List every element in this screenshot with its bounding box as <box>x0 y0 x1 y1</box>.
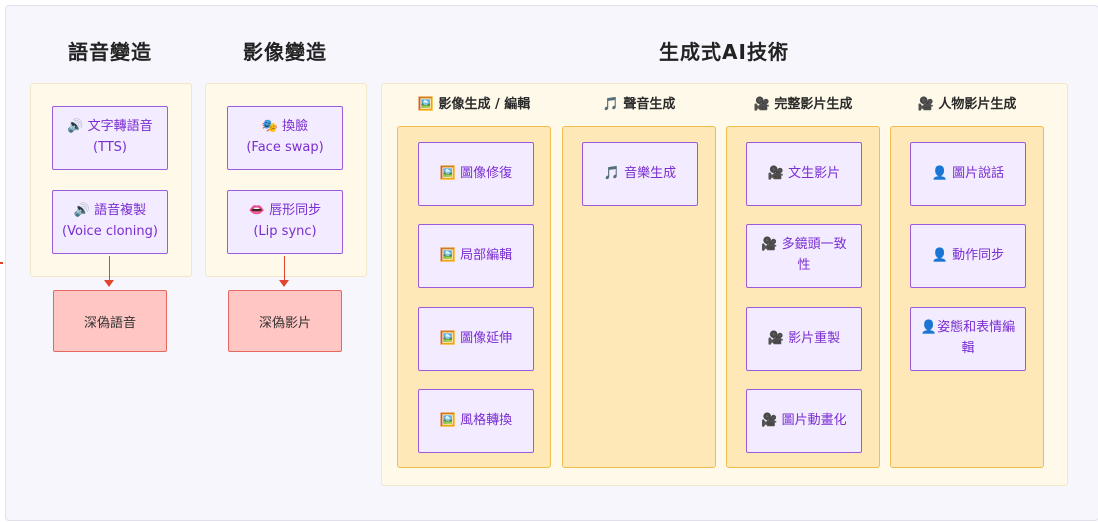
deepfake-video-node: 深偽影片 <box>228 290 342 352</box>
node-talking-image: 👤 圖片說話 <box>910 142 1026 206</box>
arrow-voice <box>109 256 110 280</box>
node-text-to-video: 🎥 文生影片 <box>746 142 862 206</box>
node-outpainting: 🖼️ 圖像延伸 <box>418 307 534 371</box>
node-inpainting: 🖼️ 圖像修復 <box>418 142 534 206</box>
heading-voice: 語音變造 <box>68 40 152 64</box>
node-motion-sync: 👤 動作同步 <box>910 224 1026 288</box>
heading-image: 影像變造 <box>243 40 327 64</box>
node-image-animation: 🎥 圖片動畫化 <box>746 389 862 453</box>
category-person-video-gen: 🎥 人物影片生成 <box>917 97 1017 112</box>
node-local-edit: 🖼️ 局部編輯 <box>418 224 534 288</box>
arrowhead-voice <box>104 280 114 287</box>
node-music-gen: 🎵 音樂生成 <box>582 142 698 206</box>
node-face-swap: 🎭 換臉 (Face swap) <box>227 106 343 170</box>
node-voice-cloning: 🔊 語音複製 (Voice cloning) <box>52 190 168 254</box>
node-tts: 🔊 文字轉語音 (TTS) <box>52 106 168 170</box>
node-pose-expression-edit: 👤姿態和表情編 輯 <box>910 307 1026 371</box>
node-video-remake: 🎥 影片重製 <box>746 307 862 371</box>
category-audio-gen: 🎵 聲音生成 <box>602 97 676 112</box>
node-lip-sync: 👄 唇形同步 (Lip sync) <box>227 190 343 254</box>
node-multi-shot-consistency: 🎥 多鏡頭一致 性 <box>746 224 862 288</box>
category-video-gen: 🎥 完整影片生成 <box>753 97 853 112</box>
arrowhead-image <box>279 280 289 287</box>
heading-genai: 生成式AI技術 <box>659 40 789 64</box>
edge-connector <box>0 262 3 264</box>
arrow-image <box>284 256 285 280</box>
deepfake-voice-node: 深偽語音 <box>53 290 167 352</box>
node-style-transfer: 🖼️ 風格轉換 <box>418 389 534 453</box>
category-image-gen: 🖼️ 影像生成 / 編輯 <box>417 97 531 112</box>
